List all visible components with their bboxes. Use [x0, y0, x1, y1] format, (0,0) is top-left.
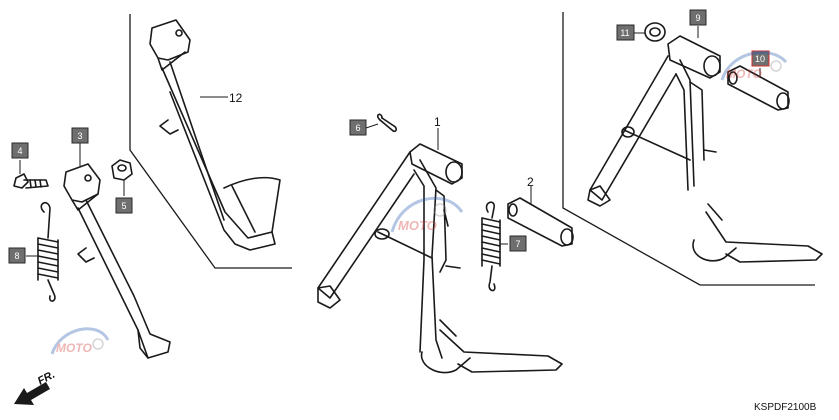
- front-direction-arrow: FR.: [14, 369, 57, 405]
- pivot-pin-upper: [727, 65, 790, 111]
- svg-text:8: 8: [14, 251, 19, 261]
- spring-center: [481, 201, 501, 292]
- side-stand-lower: [63, 163, 171, 359]
- callout-tag-9: 9: [689, 9, 707, 26]
- callout-2: 2: [527, 175, 534, 189]
- svg-text:MOTO: MOTO: [398, 218, 437, 233]
- svg-text:7: 7: [515, 239, 520, 249]
- callout-1: 1: [434, 115, 441, 129]
- svg-text:9: 9: [695, 13, 700, 23]
- callout-tag-5: 5: [115, 197, 133, 214]
- bolt-part: [13, 173, 49, 189]
- watermark-logo-left: MOTO: [50, 327, 110, 355]
- svg-text:4: 4: [17, 146, 22, 156]
- svg-text:MOTO: MOTO: [726, 67, 762, 81]
- side-stand-upper: [149, 19, 281, 251]
- cotter-pin: [376, 113, 397, 133]
- svg-text:10: 10: [755, 54, 765, 64]
- group-frame-12: [129, 14, 292, 269]
- watermark-logo-center: MOTO: [390, 196, 464, 233]
- main-stand: [317, 143, 563, 374]
- pivot-pin: [507, 197, 574, 247]
- spring-left: [37, 201, 59, 302]
- watermark-logo-right: MOTO: [720, 50, 788, 81]
- leader-6: [365, 123, 379, 129]
- main-stand-upper: [587, 35, 823, 263]
- svg-text:5: 5: [121, 201, 126, 211]
- callout-tag-11: 11: [616, 24, 635, 41]
- svg-text:6: 6: [355, 123, 360, 133]
- callout-tag-6: 6: [349, 119, 367, 136]
- svg-text:FR.: FR.: [36, 369, 57, 388]
- svg-text:MOTO: MOTO: [56, 341, 92, 355]
- callout-tag-8: 8: [8, 247, 26, 264]
- washer-part: [644, 22, 666, 42]
- callout-tag-3: 3: [71, 127, 89, 144]
- callout-12: 12: [229, 91, 243, 105]
- group-frame-9: [562, 12, 815, 286]
- svg-text:3: 3: [77, 131, 82, 141]
- callout-tag-4: 4: [11, 142, 29, 159]
- diagram-code: KSPDF2100B: [754, 402, 817, 413]
- callout-tag-10: 10: [751, 50, 770, 67]
- callout-tag-7: 7: [509, 235, 527, 252]
- svg-text:11: 11: [620, 28, 629, 38]
- nut-part: [111, 159, 133, 181]
